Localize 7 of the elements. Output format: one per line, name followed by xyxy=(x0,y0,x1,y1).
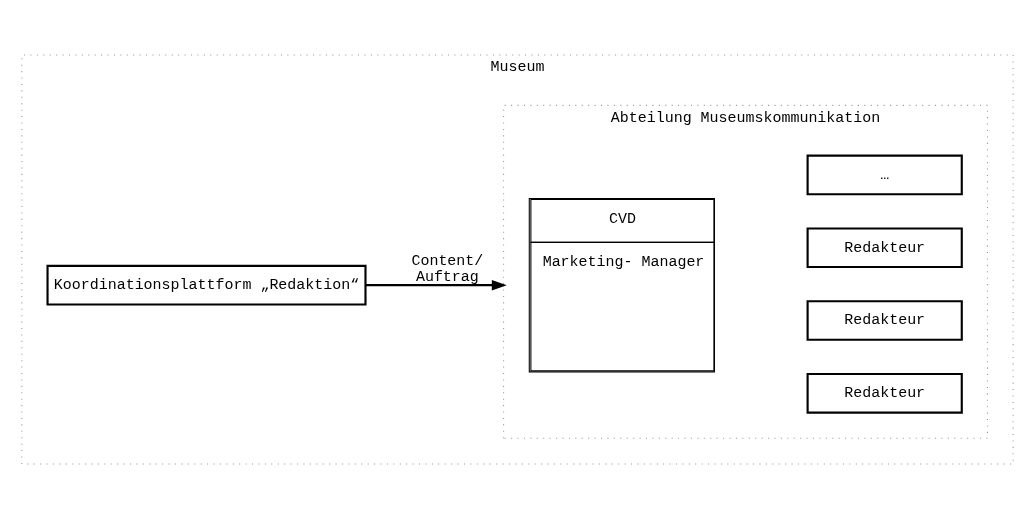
node-box: Redakteur xyxy=(806,300,963,341)
edge-label: Content/ Auftrag xyxy=(410,253,483,286)
node-box: Koordinationsplattform „Redaktion“ xyxy=(45,264,367,306)
node-box: … xyxy=(806,154,963,196)
arrow xyxy=(365,279,507,291)
node-box: Redakteur xyxy=(806,227,963,269)
node-box: Redakteur xyxy=(806,373,963,414)
